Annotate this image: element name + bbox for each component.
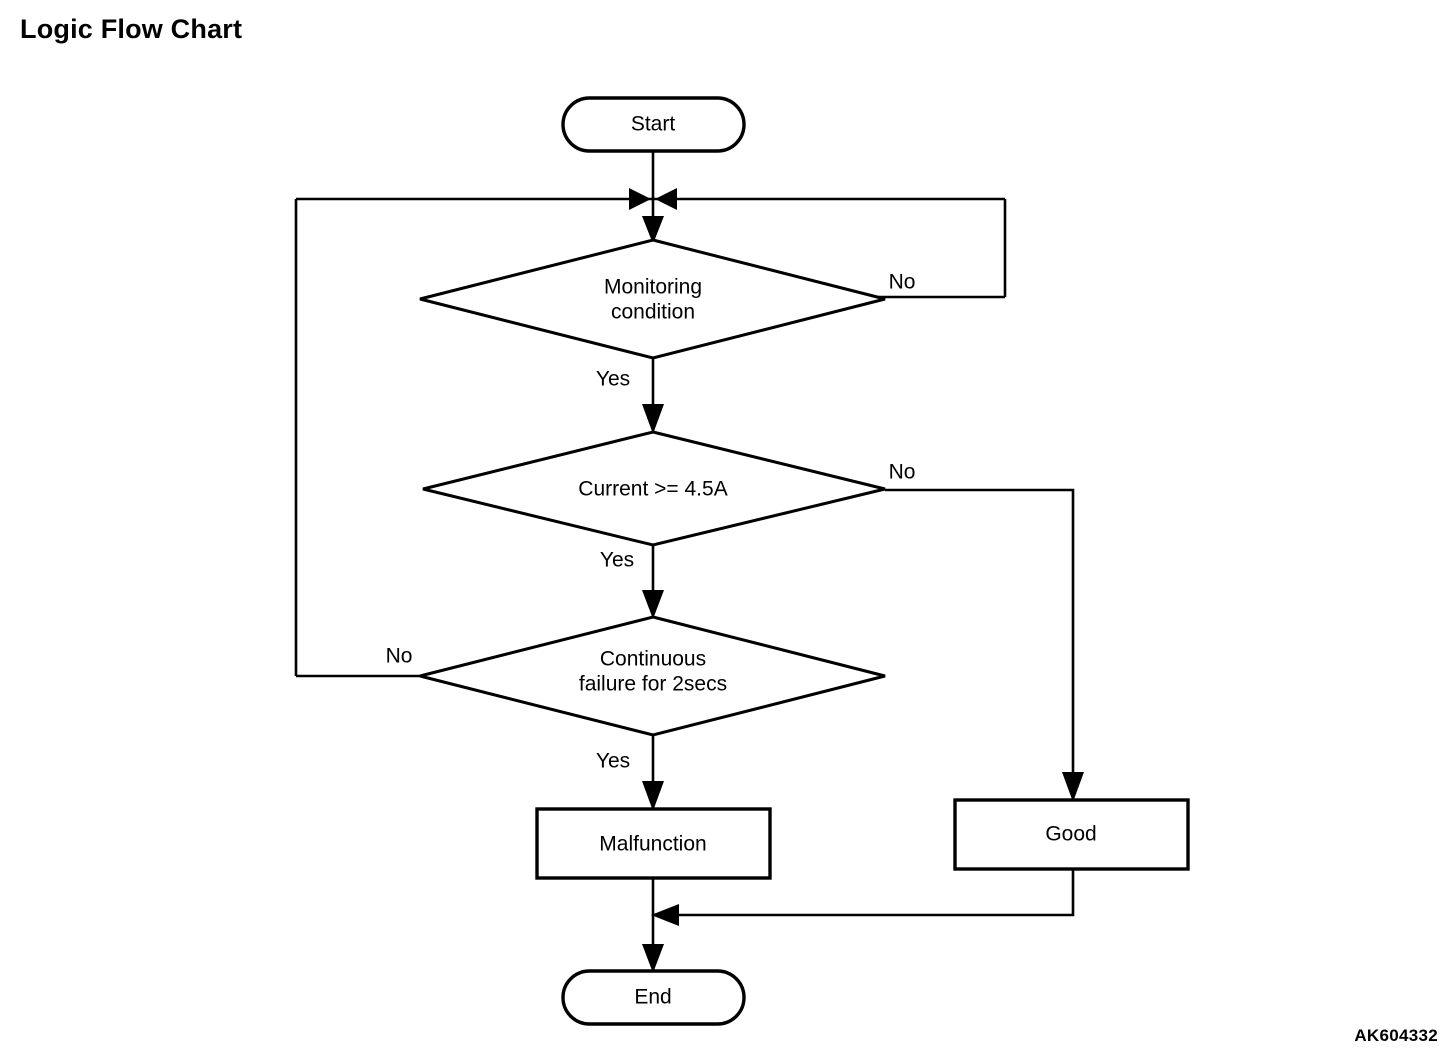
edge-current-no [885, 488, 1075, 800]
arrowhead-into-good [1062, 772, 1084, 802]
node-monitoring-label-line1: Monitoring [604, 276, 702, 299]
arrowhead-into-continuous [642, 590, 664, 619]
node-continuous-label-line2: failure for 2secs [579, 673, 727, 696]
node-end-label: End [634, 986, 671, 1009]
edge-good-to-merge [655, 869, 1075, 917]
edge-label-continuous-no: No [386, 645, 413, 668]
node-malfunction[interactable] [535, 807, 772, 880]
node-start[interactable] [561, 96, 746, 153]
edge-continuous-no-loop [294, 199, 428, 678]
edge-monitoring-no-loop [878, 199, 1007, 299]
arrowhead-into-malfunction [642, 781, 664, 811]
node-continuous-label-line1: Continuous [600, 648, 706, 671]
node-current-threshold[interactable] [422, 430, 886, 547]
edge-label-continuous-yes: Yes [596, 750, 630, 773]
node-monitoring-condition[interactable] [419, 238, 886, 360]
node-good[interactable] [953, 798, 1190, 871]
edge-label-current-yes: Yes [600, 549, 634, 572]
edge-label-monitoring-no: No [889, 271, 916, 294]
arrowhead-merge-right [655, 188, 677, 210]
arrowhead-into-current [642, 404, 664, 434]
edge-label-monitoring-yes: Yes [596, 368, 630, 391]
node-monitoring-label-line2: condition [611, 301, 695, 324]
reference-code: AK604332 [1354, 1026, 1438, 1045]
arrowhead-merge-into-trunk [651, 904, 679, 926]
node-start-label: Start [631, 113, 676, 136]
arrowhead-merge-left [629, 188, 651, 210]
node-continuous-failure[interactable] [419, 615, 886, 737]
node-current-label: Current >= 4.5A [578, 478, 727, 501]
arrowhead-into-monitoring [642, 216, 664, 244]
node-end[interactable] [561, 969, 746, 1026]
arrowhead-into-end [642, 944, 664, 973]
page-title: Logic Flow Chart [20, 14, 243, 44]
node-malfunction-label: Malfunction [599, 833, 706, 856]
edge-label-current-no: No [889, 461, 916, 484]
node-good-label: Good [1045, 823, 1096, 846]
